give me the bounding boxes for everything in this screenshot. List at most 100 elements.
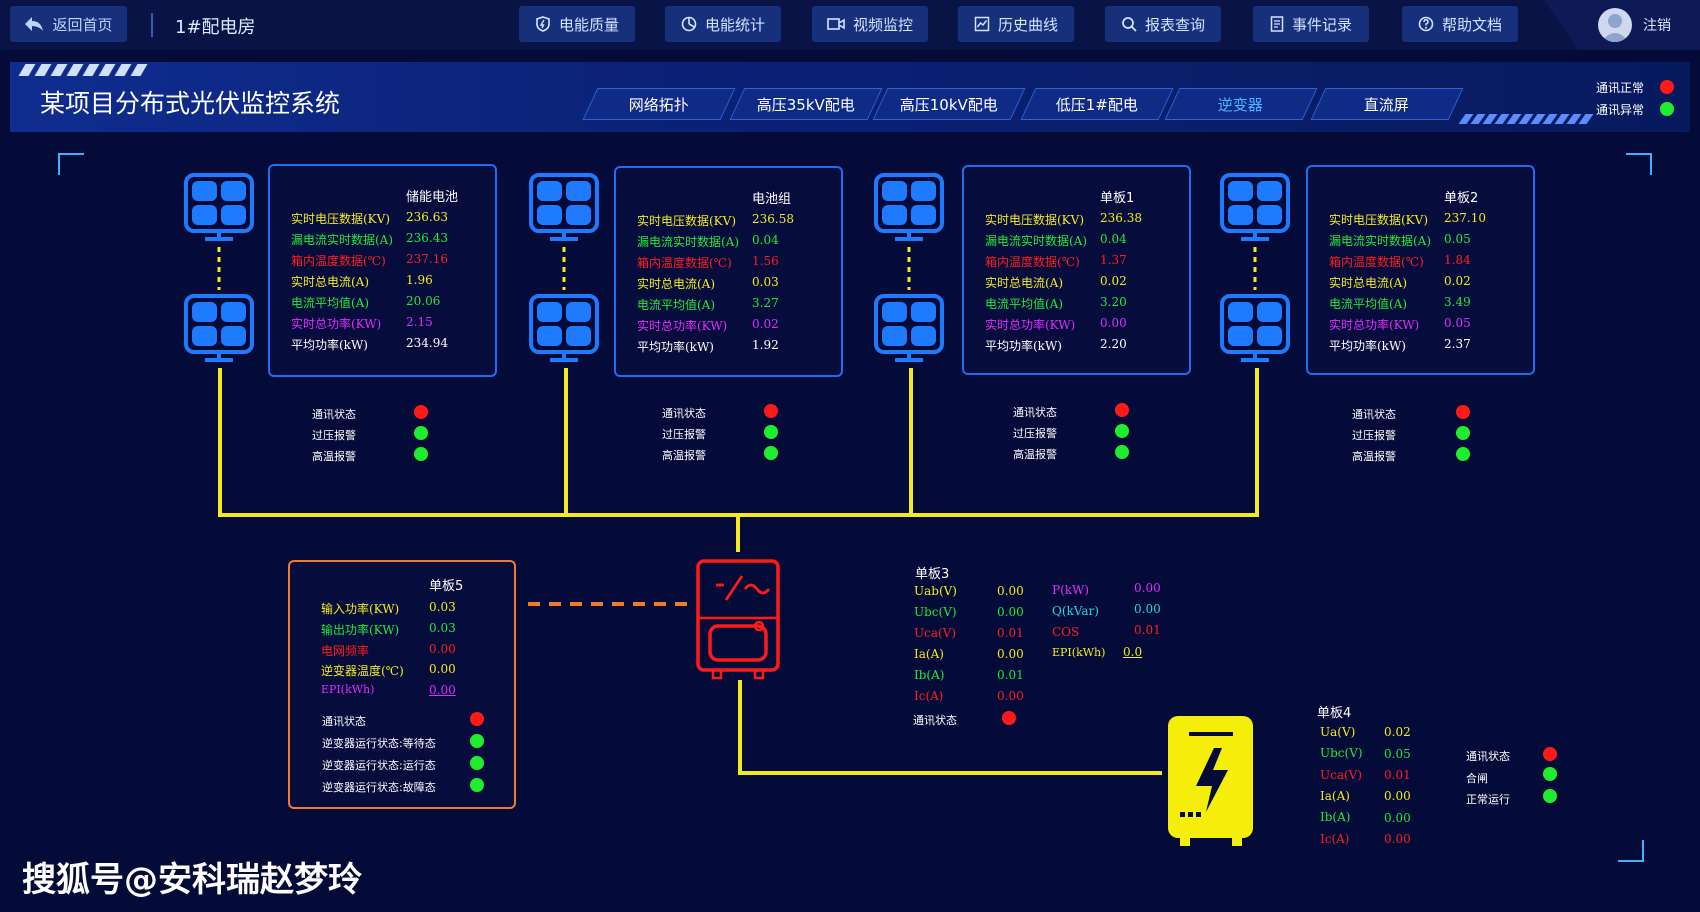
panel-row-value: 3.49 xyxy=(1444,295,1471,309)
board3-label: EPI(kWh) xyxy=(1052,646,1106,659)
panel-row-label: 箱内温度数据(℃) xyxy=(637,256,732,270)
panel-row-label: 实时电压数据(KV) xyxy=(637,214,736,228)
pv-string-line-1 xyxy=(218,368,1259,517)
status-indicator xyxy=(414,426,428,440)
nav-label: 历史曲线 xyxy=(997,15,1058,34)
board3-status-indicator xyxy=(1002,711,1016,725)
help-icon xyxy=(1418,16,1434,32)
comm-abnormal-label: 通讯异常 xyxy=(1596,103,1645,117)
board3-value: 0.01 xyxy=(997,626,1024,640)
status-indicator xyxy=(1456,405,1470,419)
board4-value: 0.05 xyxy=(1384,747,1411,761)
watermark: 搜狐号@安科瑞赵梦玲 xyxy=(22,860,362,900)
status-indicator xyxy=(414,405,428,419)
board4-value: 0.02 xyxy=(1384,725,1411,739)
logout-button[interactable]: 注销 xyxy=(1643,18,1671,34)
panel-row-value: 3.20 xyxy=(1100,295,1127,309)
panel-row-label: 实时电压数据(KV) xyxy=(1329,213,1428,227)
panel-row-value: 236.43 xyxy=(406,231,448,245)
panel-row-value: 234.94 xyxy=(406,336,448,350)
board3-label: Q(kVar) xyxy=(1052,604,1099,618)
board4-value: 0.01 xyxy=(1384,768,1411,782)
panel-title: 单板1 xyxy=(1100,191,1135,206)
board3-value: 0.00 xyxy=(997,647,1024,661)
board3-label: P(kW) xyxy=(1052,583,1090,597)
home-label: 返回首页 xyxy=(52,15,113,34)
board3-value: 0.00 xyxy=(997,584,1024,598)
panel-row-label: 电流平均值(A) xyxy=(291,296,370,310)
nav-label: 电能统计 xyxy=(704,15,765,34)
panel-row-label: 实时总电流(A) xyxy=(1329,276,1408,290)
panel-title: 电池组 xyxy=(752,192,792,207)
status-label: 过压报警 xyxy=(1013,427,1057,440)
panel-row-value: 1.84 xyxy=(1444,253,1471,267)
status-indicator xyxy=(1456,426,1470,440)
nav-video-monitoring[interactable]: 视频监控 xyxy=(812,6,928,42)
board5-title: 单板5 xyxy=(429,579,464,594)
status-label: 高温报警 xyxy=(1352,450,1396,463)
nav-report-query[interactable]: 报表查询 xyxy=(1105,6,1221,42)
board5-status-label: 通讯状态 xyxy=(322,715,366,728)
video-camera-icon xyxy=(827,18,845,30)
nav-label: 视频监控 xyxy=(852,15,913,34)
status-label: 通讯状态 xyxy=(662,407,706,420)
board5-label: EPI(kWh) xyxy=(321,683,375,696)
divider xyxy=(151,13,153,37)
board3-label: Uab(V) xyxy=(914,584,957,598)
panel-row-value: 2.20 xyxy=(1100,337,1127,351)
panel-row-label: 平均功率(kW) xyxy=(637,340,714,354)
panel-title: 储能电池 xyxy=(406,190,459,205)
status-label: 通讯状态 xyxy=(1013,406,1057,419)
panel-row-value: 236.63 xyxy=(406,210,448,224)
board5-status-label: 逆变器运行状态:等待态 xyxy=(322,737,436,750)
board5-status-label: 逆变器运行状态:运行态 xyxy=(322,759,436,772)
comm-normal-label: 通讯正常 xyxy=(1596,81,1645,95)
panel-row-label: 漏电流实时数据(A) xyxy=(1329,234,1432,248)
board5-status-label: 逆变器运行状态:故障态 xyxy=(322,781,436,794)
user-avatar[interactable] xyxy=(1598,8,1632,42)
board4-status-label: 正常运行 xyxy=(1466,793,1510,806)
panel-row-value: 1.37 xyxy=(1100,253,1127,267)
panel-row-value: 0.05 xyxy=(1444,316,1471,330)
panel-row-label: 箱内温度数据(℃) xyxy=(1329,255,1424,269)
board5-status-indicator xyxy=(470,756,484,770)
nav-energy-statistics[interactable]: 电能统计 xyxy=(665,6,781,42)
nav-history-curve[interactable]: 历史曲线 xyxy=(958,6,1074,42)
board3-value: 0.00 xyxy=(997,605,1024,619)
status-label: 通讯状态 xyxy=(312,408,356,421)
comm-abnormal-indicator xyxy=(1660,102,1674,116)
nav-event-log[interactable]: 事件记录 xyxy=(1253,6,1369,42)
panel-row-label: 实时总功率(KW) xyxy=(985,318,1076,332)
board3-label: COS xyxy=(1052,625,1080,639)
solar-panel-icon xyxy=(184,173,254,362)
solar-panel-icon xyxy=(874,173,944,362)
home-button[interactable]: 返回首页 xyxy=(10,6,127,42)
board4-status-label: 通讯状态 xyxy=(1466,750,1510,763)
status-indicator xyxy=(764,404,778,418)
board4-value: 0.00 xyxy=(1384,832,1411,846)
solar-panel-icon xyxy=(529,173,599,362)
panel-row-label: 实时电压数据(KV) xyxy=(985,213,1084,227)
board4-label: Uca(V) xyxy=(1320,768,1363,782)
board3-value: 0.0 xyxy=(1123,645,1143,659)
board5-status-indicator xyxy=(470,734,484,748)
panel-row-label: 实时总功率(KW) xyxy=(291,317,382,331)
status-label: 高温报警 xyxy=(662,449,706,462)
panel-row-label: 平均功率(kW) xyxy=(985,339,1062,353)
panel-row-label: 电流平均值(A) xyxy=(985,297,1064,311)
panel-row-label: 实时总电流(A) xyxy=(637,277,716,291)
nav-help-docs[interactable]: 帮助文档 xyxy=(1402,6,1518,42)
board4-value: 0.00 xyxy=(1384,811,1411,825)
room-name: 1#配电房 xyxy=(175,17,256,38)
board3-label: Ic(A) xyxy=(914,689,944,703)
status-indicator xyxy=(1115,445,1129,459)
status-indicator xyxy=(414,447,428,461)
inverter-output-line xyxy=(738,680,1162,775)
board3-value: 0.01 xyxy=(997,668,1024,682)
frame-corner xyxy=(1618,840,1644,862)
nav-power-quality[interactable]: 电能质量 xyxy=(519,6,635,42)
board5-value: 0.00 xyxy=(429,683,456,697)
panel-row-value: 0.04 xyxy=(1100,232,1127,246)
panel-row-label: 漏电流实时数据(A) xyxy=(291,233,394,247)
